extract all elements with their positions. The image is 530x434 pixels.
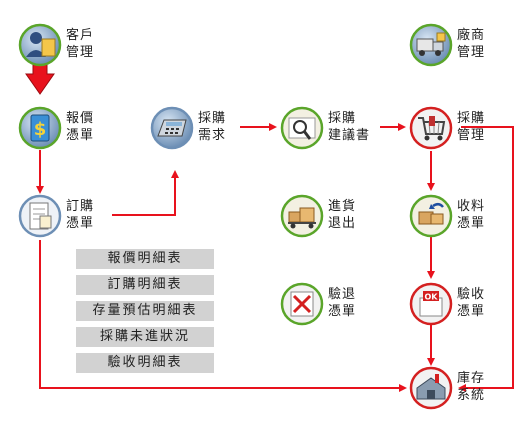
node-purchase-request[interactable]: 採購需求 — [150, 106, 290, 150]
receiving-icon — [409, 194, 453, 238]
customer-icon — [18, 23, 62, 67]
report-stock-forecast-detail[interactable]: 存量預估明細表 — [76, 301, 214, 321]
magnifier-document-icon — [280, 106, 324, 150]
report-purchase-pending-status[interactable]: 採購未進狀況 — [76, 327, 214, 347]
order-form-icon — [18, 194, 62, 238]
report-quotation-detail[interactable]: 報價明細表 — [76, 249, 214, 269]
arrow-order-to-inventory — [39, 240, 407, 392]
reject-x-icon — [280, 282, 324, 326]
node-quotation-form-label: 報價憑單 — [66, 111, 95, 143]
node-purchase-proposal[interactable]: 採購建議書 — [280, 106, 420, 150]
warehouse-icon — [409, 366, 453, 410]
node-purchase-request-label: 採購需求 — [198, 111, 227, 143]
svg-text:OK: OK — [425, 293, 439, 302]
node-purchase-management-label: 採購管理 — [457, 111, 486, 143]
node-receiving-form-label: 收料憑單 — [457, 199, 486, 231]
shopping-cart-icon — [409, 106, 453, 150]
arrow-order-to-purchase-request — [112, 170, 179, 216]
node-inspection-receipt-form-label: 驗收憑單 — [457, 287, 486, 319]
node-vendor-management-label: 廠商管理 — [457, 28, 486, 60]
node-vendor-management[interactable]: 廠商管理 — [409, 23, 530, 67]
node-customer-management[interactable]: 客戶管理 — [18, 23, 158, 67]
node-inspection-return-form-label: 驗退憑單 — [328, 287, 357, 319]
cart-boxes-icon — [280, 194, 324, 238]
node-inventory-system[interactable]: 庫存系統 — [409, 366, 530, 410]
report-inspection-detail[interactable]: 驗收明細表 — [76, 353, 214, 373]
node-receiving-form[interactable]: 收料憑單 — [409, 194, 530, 238]
node-inspection-receipt-form[interactable]: OK 驗收憑單 — [409, 282, 530, 326]
node-goods-return[interactable]: 進貨退出 — [280, 194, 420, 238]
node-customer-management-label: 客戶管理 — [66, 28, 95, 60]
calculator-icon — [150, 106, 194, 150]
report-order-detail[interactable]: 訂購明細表 — [76, 275, 214, 295]
node-quotation-form[interactable]: $ 報價憑單 — [18, 106, 158, 150]
node-order-form-label: 訂購憑單 — [66, 199, 95, 231]
svg-text:$: $ — [34, 119, 47, 140]
node-inventory-system-label: 庫存系統 — [457, 371, 486, 403]
node-purchase-proposal-label: 採購建議書 — [328, 111, 371, 143]
truck-icon — [409, 23, 453, 67]
node-goods-return-label: 進貨退出 — [328, 199, 357, 231]
node-inspection-return-form[interactable]: 驗退憑單 — [280, 282, 420, 326]
arrow-purchase-to-inventory — [458, 126, 514, 392]
quotation-icon: $ — [18, 106, 62, 150]
ok-stamp-icon: OK — [409, 282, 453, 326]
node-purchase-management[interactable]: 採購管理 — [409, 106, 530, 150]
node-order-form[interactable]: 訂購憑單 — [18, 194, 158, 238]
